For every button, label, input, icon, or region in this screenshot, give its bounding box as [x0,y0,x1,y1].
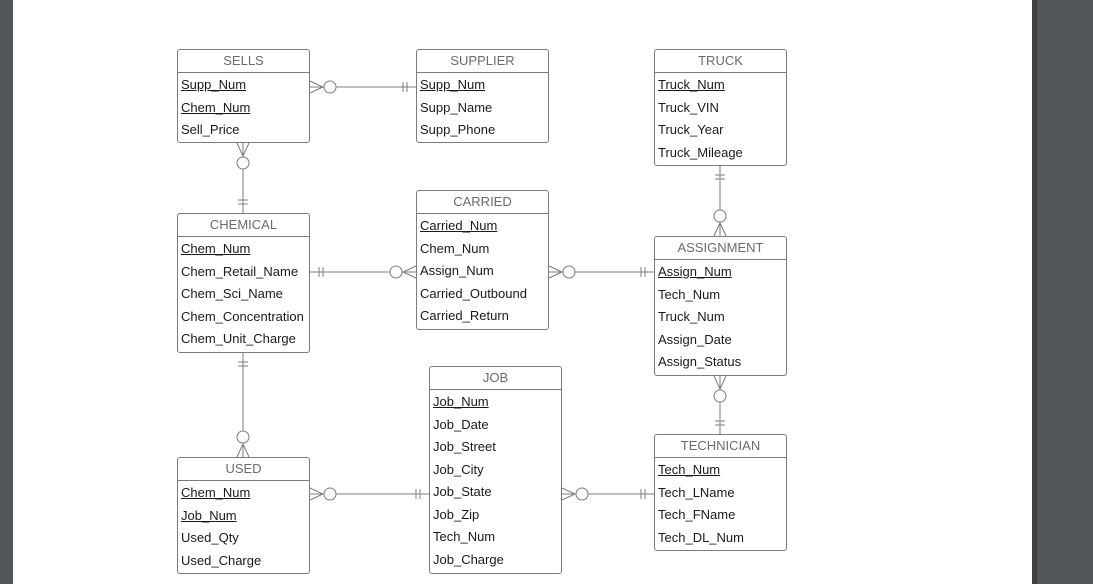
attribute-primary-key: Assign_Num [658,264,732,279]
attribute: Used_Charge [181,552,262,568]
entity-title: JOB [430,367,561,390]
entity-used[interactable]: USED Chem_Num Job_Num Used_Qty Used_Char… [177,457,310,574]
attribute: Supp_Name [420,99,493,115]
entity-job[interactable]: JOB Job_Num Job_Date Job_Street Job_City… [429,366,562,574]
attribute: Chem_Num [420,240,490,256]
entity-technician[interactable]: TECHNICIAN Tech_Num Tech_LName Tech_FNam… [654,434,787,551]
crows-foot-mark [401,265,417,279]
crows-foot-mark [236,142,250,158]
entity-title: SELLS [178,50,309,73]
attribute: Truck_VIN [658,99,719,115]
attribute: Tech_FName [658,507,736,522]
attribute: Job_Zip [433,506,480,522]
attribute-primary-key: Supp_Num [420,77,486,92]
entity-supplier[interactable]: SUPPLIER Supp_Num Supp_Name Supp_Phone [416,49,549,143]
cardinality-zero-mark [323,80,337,94]
attribute: Tech_Num [658,286,721,302]
cardinality-zero-mark [236,430,250,444]
attribute: Tech_LName [658,484,735,500]
crows-foot-mark [713,221,727,237]
cardinality-zero-mark [236,156,250,170]
cardinality-zero-mark [713,209,727,223]
attribute: Assign_Num [420,263,494,278]
crows-foot-mark [309,80,325,94]
attribute-primary-key: Supp_Num [181,77,247,92]
attribute: Job_Date [433,416,489,432]
attribute: Job_State [433,484,492,499]
cardinality-zero-mark [562,265,576,279]
attribute: Job_City [433,461,484,477]
window-gutter [1032,0,1037,584]
attribute: Truck_Num [658,309,725,324]
attribute-primary-key: Chem_Num [181,99,251,115]
attribute: Chem_Sci_Name [181,286,283,301]
entity-title: SUPPLIER [417,50,548,73]
crows-foot-mark [236,442,250,458]
attribute-primary-key: Job_Num [433,394,489,409]
entity-chemical[interactable]: CHEMICAL Chem_Num Chem_Retail_Name Chem_… [177,213,310,353]
attribute-primary-key: Job_Num [181,507,237,523]
attribute: Carried_Outbound [420,285,527,301]
attribute: Chem_Retail_Name [181,263,299,279]
attribute: Supp_Phone [420,122,496,137]
crows-foot-mark [561,487,577,501]
entity-truck[interactable]: TRUCK Truck_Num Truck_VIN Truck_Year Tru… [654,49,787,166]
entity-title: TECHNICIAN [655,435,786,458]
attribute-primary-key: Chem_Num [181,241,251,256]
cardinality-zero-mark [323,487,337,501]
attribute: Truck_Year [658,122,724,137]
attribute: Sell_Price [181,122,240,137]
attribute: Tech_Num [433,529,496,544]
attribute: Carried_Return [420,308,509,323]
attribute-primary-key: Carried_Num [420,218,498,233]
cardinality-zero-mark [575,487,589,501]
crows-foot-mark [713,375,727,391]
attribute-primary-key: Chem_Num [181,485,251,500]
crows-foot-mark [309,487,325,501]
attribute: Job_Charge [433,551,504,567]
entity-title: CARRIED [417,191,548,214]
crows-foot-mark [548,265,564,279]
entity-assignment[interactable]: ASSIGNMENT Assign_Num Tech_Num Truck_Num… [654,236,787,376]
entity-carried[interactable]: CARRIED Carried_Num Chem_Num Assign_Num … [416,190,549,330]
attribute: Assign_Date [658,331,732,347]
attribute-primary-key: Truck_Num [658,77,725,92]
attribute: Chem_Concentration [181,308,304,324]
cardinality-zero-mark [713,389,727,403]
attribute: Chem_Unit_Charge [181,331,296,346]
attribute: Job_Street [433,439,496,454]
attribute: Assign_Status [658,354,742,369]
entity-title: USED [178,458,309,481]
attribute: Used_Qty [181,530,239,545]
attribute: Tech_DL_Num [658,529,744,545]
entity-sells[interactable]: SELLS Supp_Num Chem_Num Sell_Price [177,49,310,143]
attribute: Truck_Mileage [658,144,743,160]
entity-title: ASSIGNMENT [655,237,786,260]
entity-title: TRUCK [655,50,786,73]
cardinality-zero-mark [389,265,403,279]
attribute-primary-key: Tech_Num [658,462,721,477]
entity-title: CHEMICAL [178,214,309,237]
